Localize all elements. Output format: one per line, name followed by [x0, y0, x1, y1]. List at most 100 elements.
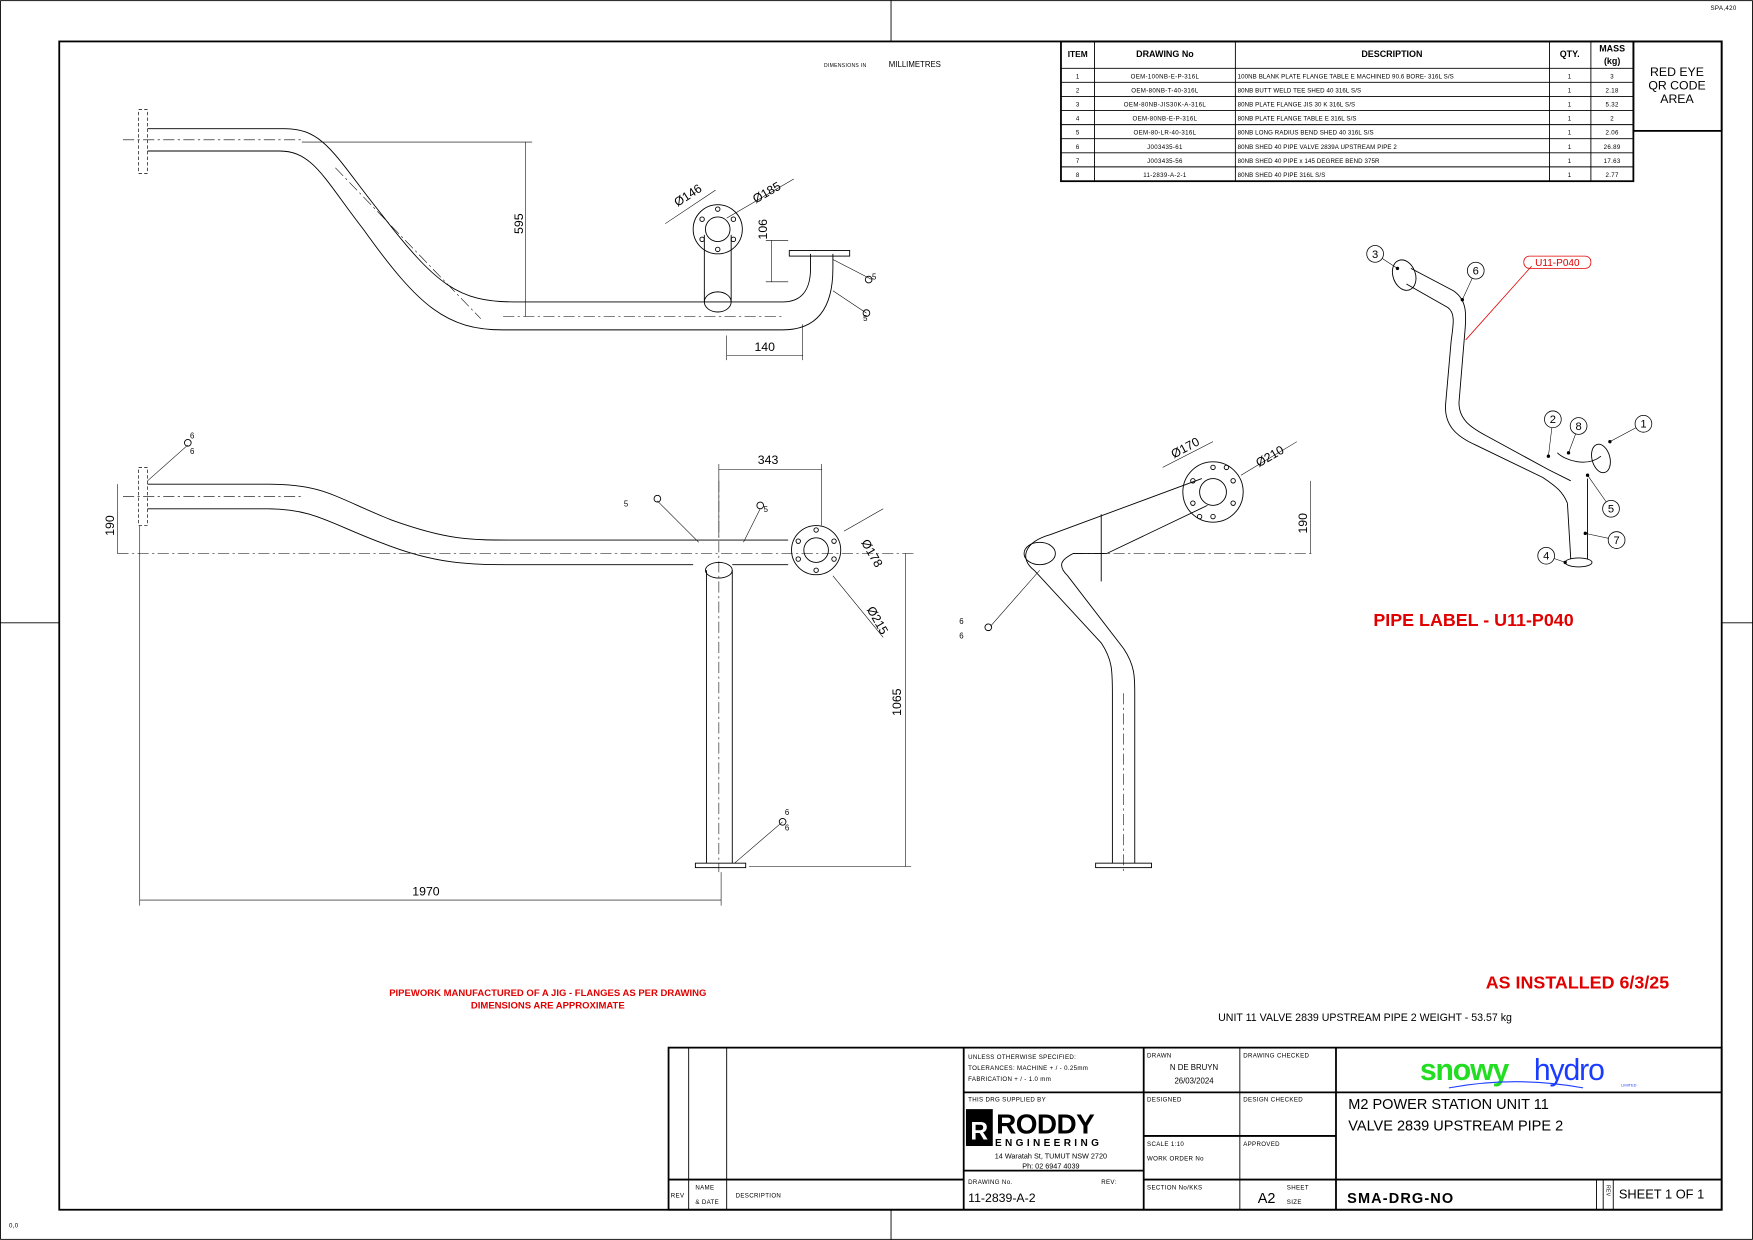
- bom-drawing-no: OEM-100NB-E-P-316L: [1131, 73, 1200, 80]
- dim-top-140: 140: [754, 340, 775, 354]
- dim-top-d146: Ø146: [672, 181, 705, 209]
- dim-side-1065: 1065: [890, 688, 904, 715]
- drawing-checked-label: DRAWING CHECKED: [1243, 1053, 1309, 1060]
- balloon-number: 5: [1608, 504, 1614, 516]
- svg-text:ENGINEERING: ENGINEERING: [995, 1138, 1102, 1149]
- drawing-number: 11-2839-A-2: [968, 1191, 1036, 1205]
- as-installed-note: AS INSTALLED 6/3/25: [1486, 972, 1669, 992]
- name-column-label: NAME: [695, 1185, 714, 1192]
- bom-qty: 1: [1568, 144, 1572, 151]
- jig-note-line1: PIPEWORK MANUFACTURED OF A JIG - FLANGES…: [389, 988, 706, 999]
- weld-symbol-5: 5: [764, 505, 769, 514]
- balloon-number: 2: [1550, 414, 1556, 426]
- bom-description: 100NB BLANK PLATE FLANGE TABLE E MACHINE…: [1238, 73, 1454, 80]
- bom-item: 7: [1076, 158, 1080, 165]
- bom-qty: 1: [1568, 102, 1572, 109]
- dim-end-190: 190: [1296, 513, 1310, 534]
- svg-text:R: R: [970, 1118, 988, 1145]
- bom-description: 80NB SHED 40 PIPE VALVE 2839A UPSTREAM P…: [1238, 144, 1398, 151]
- bom-drawing-no: OEM-80-LR-40-316L: [1133, 130, 1196, 137]
- date-column-label: & DATE: [695, 1199, 719, 1206]
- tolerance-line3: FABRICATION + / - 1.0 mm: [968, 1076, 1051, 1083]
- side-view: 190 343 1065 1970 Ø178 Ø215 6 6 5 5 6 6: [103, 431, 917, 906]
- sheet-size: A2: [1258, 1191, 1276, 1207]
- origin-label: 0,0: [9, 1223, 19, 1230]
- bom-description: 80NB PLATE FLANGE JIS 30 K 316L S/S: [1238, 102, 1356, 109]
- svg-text:hydro: hydro: [1534, 1054, 1604, 1087]
- units-label-small: DIMENSIONS IN: [824, 63, 867, 69]
- qr-area-line3: AREA: [1660, 92, 1694, 106]
- bom-drawing-no: OEM-80NB-T-40-316L: [1131, 87, 1199, 94]
- bom-drawing-no: OEM-80NB-JIS30K-A-316L: [1124, 102, 1207, 109]
- weld-symbol-5: 5: [863, 314, 868, 323]
- jig-note-line2: DIMENSIONS ARE APPROXIMATE: [471, 1000, 625, 1011]
- balloon-number: 1: [1640, 419, 1646, 431]
- rev-column-label: REV: [671, 1192, 685, 1199]
- dim-side-190: 190: [103, 515, 117, 536]
- bom-qty: 1: [1568, 87, 1572, 94]
- bom-qty: 1: [1568, 73, 1572, 80]
- title-block: REV NAME & DATE DESCRIPTION UNLESS OTHER…: [667, 1046, 1723, 1211]
- dim-side-1970: 1970: [412, 885, 439, 899]
- qr-code-area: RED EYE QR CODE AREA: [1632, 40, 1723, 132]
- work-order-label: WORK ORDER No: [1147, 1156, 1204, 1163]
- bom-header-mass-unit: (kg): [1604, 56, 1620, 66]
- bom-mass: 17.63: [1604, 158, 1621, 165]
- bom-description: 80NB PLATE FLANGE TABLE E 316L S/S: [1238, 116, 1357, 123]
- bom-item: 4: [1076, 116, 1080, 123]
- bom-item: 8: [1076, 172, 1080, 179]
- description-column-label: DESCRIPTION: [736, 1192, 782, 1199]
- iso-balloon: 4: [1537, 546, 1567, 565]
- iso-balloon: 8: [1566, 417, 1588, 455]
- size-label: SIZE: [1287, 1199, 1302, 1206]
- weld-symbol-6: 6: [959, 631, 963, 640]
- drawing-no-label: DRAWING No.: [968, 1179, 1012, 1186]
- dim-top-106: 106: [756, 219, 770, 240]
- qr-area-line2: QR CODE: [1648, 79, 1705, 93]
- rev-vertical-label: REV: [1605, 1185, 1611, 1197]
- qr-area-line1: RED EYE: [1650, 65, 1704, 79]
- bom-description: 80NB SHED 40 PIPE x 145 DEGREE BEND 375R: [1238, 158, 1380, 165]
- svg-text:LIMITED: LIMITED: [1621, 1083, 1637, 1088]
- balloon-number: 8: [1575, 421, 1581, 433]
- bom-mass: 3: [1610, 73, 1614, 80]
- bom-mass: 26.89: [1604, 144, 1621, 151]
- bom-header-item: ITEM: [1068, 49, 1088, 59]
- dim-top-595: 595: [512, 213, 526, 234]
- designed-label: DESIGNED: [1147, 1096, 1182, 1103]
- pipe-label-note: PIPE LABEL - U11-P040: [1373, 610, 1573, 630]
- weld-symbol-6: 6: [190, 447, 194, 456]
- iso-balloon: 2: [1544, 410, 1562, 458]
- bom-drawing-no: J003435-61: [1147, 144, 1183, 151]
- bom-mass: 5.32: [1606, 102, 1620, 109]
- weld-symbol-5: 5: [624, 500, 629, 509]
- balloon-number: 4: [1543, 551, 1549, 563]
- bom-header-mass: MASS: [1599, 44, 1625, 54]
- weld-symbol-5: 5: [872, 273, 877, 282]
- sheet-corner-label: SPA,420: [1711, 5, 1737, 12]
- bom-description: 80NB BUTT WELD TEE SHED 40 316L S/S: [1238, 87, 1362, 94]
- dim-side-343: 343: [758, 453, 779, 467]
- bom-qty: 1: [1568, 116, 1572, 123]
- bom-item: 1: [1076, 73, 1080, 80]
- bom-drawing-no: 11-2839-A-2-1: [1143, 172, 1187, 179]
- bom-header-description: DESCRIPTION: [1361, 49, 1422, 59]
- weld-symbol-6: 6: [190, 431, 194, 440]
- dim-end-d170: Ø170: [1169, 435, 1202, 462]
- bom-mass: 2.06: [1606, 130, 1620, 137]
- iso-balloon: 5: [1585, 473, 1620, 518]
- drawn-label: DRAWN: [1147, 1053, 1172, 1060]
- bom-header-drawing-no: DRAWING No: [1136, 49, 1194, 59]
- svg-text:snowy: snowy: [1420, 1054, 1510, 1087]
- balloon-number: 7: [1613, 535, 1619, 547]
- dim-end-d210: Ø210: [1253, 443, 1286, 470]
- bom-item: 5: [1076, 130, 1080, 137]
